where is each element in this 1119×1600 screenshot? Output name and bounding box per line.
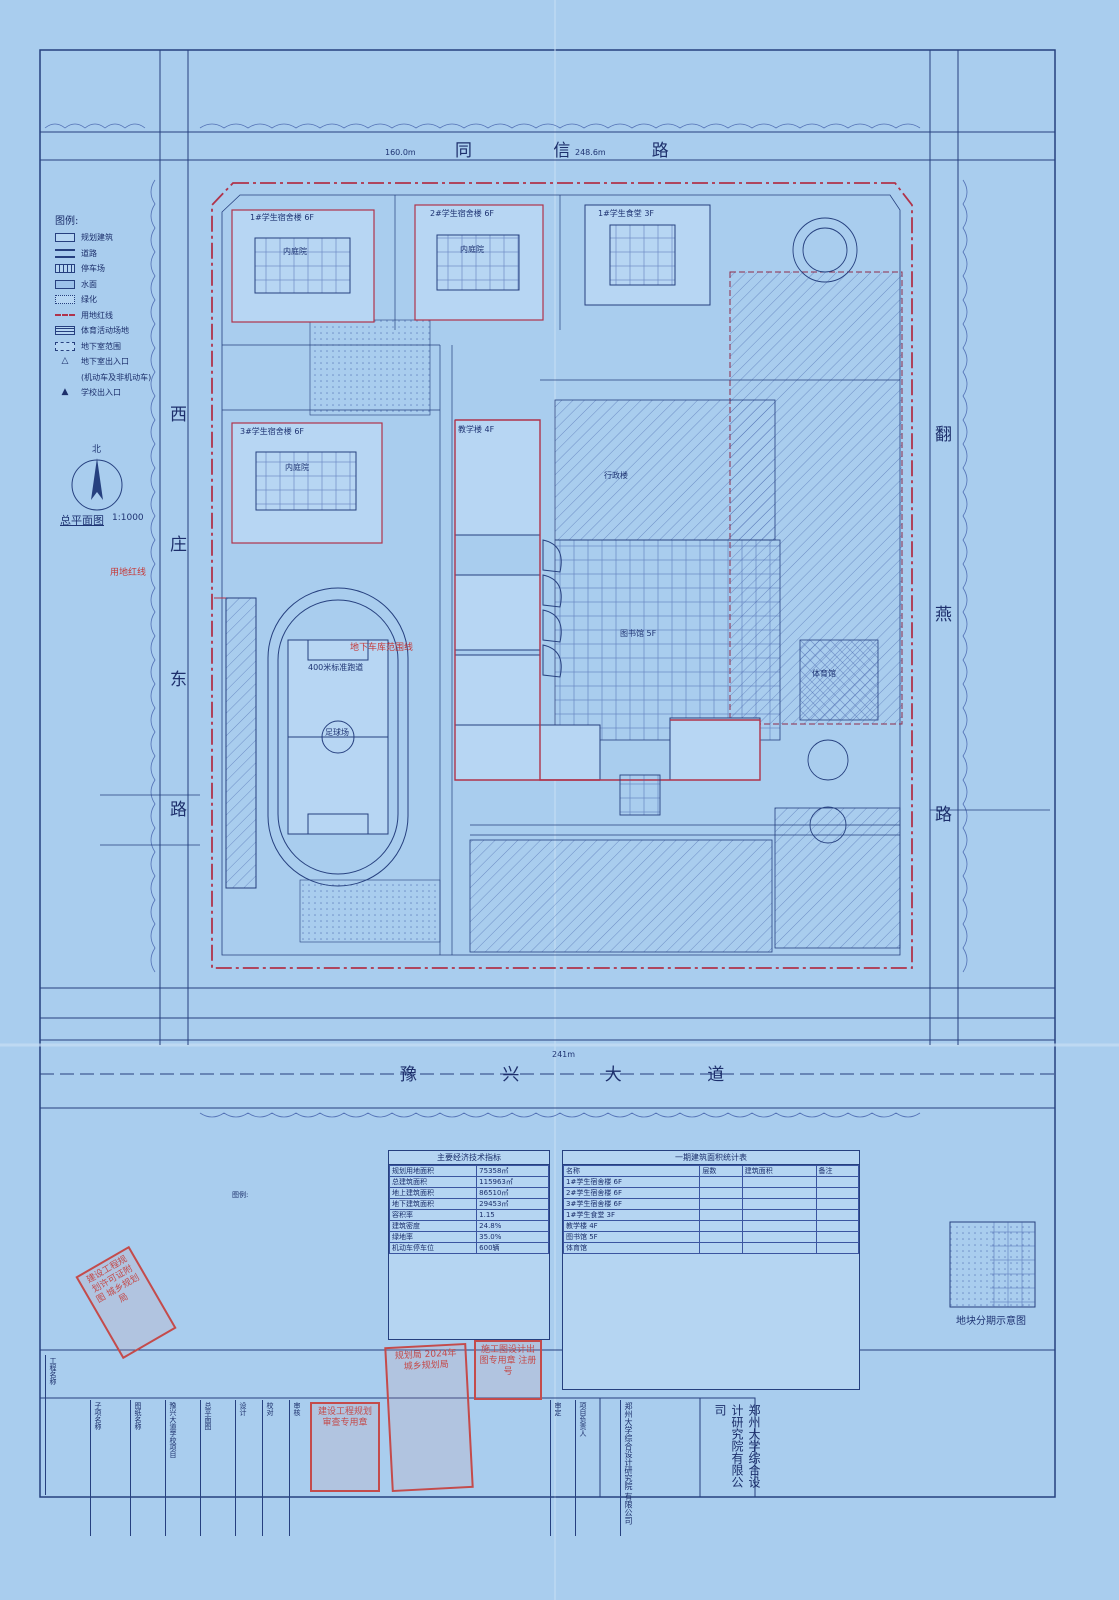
canteen-label: 1#学生食堂 3F <box>598 209 655 218</box>
road-west-4: 路 <box>170 800 187 820</box>
legend-item: 用地红线 <box>55 308 175 324</box>
plan-title: 总平面图 <box>60 514 104 527</box>
legend-item: 道路 <box>55 246 175 262</box>
courtyard-1: 内庭院 <box>283 247 307 256</box>
legend-item: ▲学校出入口 <box>61 387 121 398</box>
legend-item: 水面 <box>55 277 175 293</box>
tb-subitem: 子项名称 <box>90 1400 105 1536</box>
dim-north: 248.6m <box>575 148 606 157</box>
bldg-table: 名称层数建筑面积备注 1#学生宿舍楼 6F 2#学生宿舍楼 6F 3#学生宿舍楼… <box>562 1165 860 1254</box>
econ-table-title: 主要经济技术指标 <box>389 1151 549 1165</box>
design-stamp: 施工图设计出图专用章 注册号 <box>474 1340 542 1400</box>
table-row: 名称层数建筑面积备注 <box>562 1165 860 1177</box>
tb-project-name: 工程名称 <box>45 1355 60 1495</box>
table-row: 图书馆 5F <box>562 1231 860 1243</box>
tb-approve: 审定 <box>550 1400 565 1536</box>
road-north: 同 信 路 <box>455 141 707 161</box>
road-east-1: 翻 <box>935 425 952 445</box>
tb-review: 审核 <box>289 1400 304 1536</box>
notes-title: 图例: <box>232 1191 249 1199</box>
dim-north-2: 160.0m <box>385 148 416 157</box>
tb-project: 豫兴大道学校项目 <box>165 1400 180 1536</box>
red-line-note: 用地红线 <box>110 568 147 578</box>
tb-design: 设计 <box>235 1400 250 1536</box>
legend-heading: 图例: <box>55 216 79 227</box>
north-label: 北 <box>92 445 102 455</box>
library-label: 图书馆 5F <box>620 629 657 638</box>
field-label: 足球场 <box>325 728 349 737</box>
road-west-2: 庄 <box>170 535 187 555</box>
road-east-2: 燕 <box>935 605 952 625</box>
legend-item: 地下室范围 <box>55 339 175 355</box>
road-south: 豫 兴 大 道 <box>400 1065 765 1085</box>
bldg-table-title: 一期建筑面积统计表 <box>563 1151 859 1165</box>
track-label: 400米标准跑道 <box>308 663 364 672</box>
legend-item: △地下室出入口 <box>61 356 129 367</box>
table-row: 3#学生宿舍楼 6F <box>562 1198 860 1210</box>
dorm2-label: 2#学生宿舍楼 6F <box>430 209 495 218</box>
table-row: 体育馆 <box>562 1242 860 1254</box>
admin-label: 行政楼 <box>604 471 628 480</box>
dorm3-label: 3#学生宿舍楼 6F <box>240 427 305 436</box>
table-row: 1#学生食堂 3F <box>562 1209 860 1221</box>
dorm1-label: 1#学生宿舍楼 6F <box>250 213 315 222</box>
legend-item: 规划建筑 <box>55 230 175 246</box>
teach-label: 教学楼 4F <box>458 425 495 434</box>
planning-stamp: 规划局 2024年 城乡规划局 <box>384 1342 474 1493</box>
road-east-3: 路 <box>935 805 952 825</box>
tb-company-note: 郑州大学综合设计研究院 有限公司 <box>620 1400 636 1536</box>
dim-south: 241m <box>552 1050 576 1059</box>
legend: 图例: 规划建筑 道路 停车场 水面 绿化 用地红线 体育活动场地 地下室范围 … <box>55 212 175 401</box>
road-west-1: 西 <box>170 405 187 425</box>
table-row: 2#学生宿舍楼 6F <box>562 1187 860 1199</box>
running-track <box>267 587 409 887</box>
basement-line-note: 地下车库范围线 <box>350 643 414 653</box>
site-red-line <box>211 182 913 969</box>
table-row: 教学楼 4F <box>562 1220 860 1232</box>
gym-label: 体育馆 <box>812 669 836 678</box>
table-row: 1#学生宿舍楼 6F <box>562 1176 860 1188</box>
legend-item: (机动车及非机动车) <box>81 372 152 382</box>
legend-item: 体育活动场地 <box>55 323 175 339</box>
tb-lead: 项目负责人 <box>575 1400 590 1536</box>
review-stamp: 建设工程规划审查专用章 <box>310 1402 380 1492</box>
sub-plan-label: 地块分期示意图 <box>956 1316 1026 1327</box>
tb-drawing: 总平面图 <box>200 1400 215 1536</box>
tb-company: 郑州大学综合设计研究院有限公司 <box>713 1404 761 1488</box>
design-notes: 图例: <box>232 1190 382 1201</box>
legend-item: 绿化 <box>55 292 175 308</box>
road-west-3: 东 <box>170 670 187 690</box>
courtyard-2: 内庭院 <box>460 245 484 254</box>
north-arrow-icon <box>71 458 123 511</box>
legend-item: 停车场 <box>55 261 175 277</box>
courtyard-3: 内庭院 <box>285 463 309 472</box>
roads <box>40 50 1055 1109</box>
building-area-table: 一期建筑面积统计表 名称层数建筑面积备注 1#学生宿舍楼 6F 2#学生宿舍楼 … <box>562 1150 860 1390</box>
dorm-buildings <box>231 204 544 544</box>
plan-scale: 1:1000 <box>112 513 144 523</box>
tb-drawing-name: 图纸名称 <box>130 1400 145 1536</box>
tb-check: 校对 <box>262 1400 277 1536</box>
